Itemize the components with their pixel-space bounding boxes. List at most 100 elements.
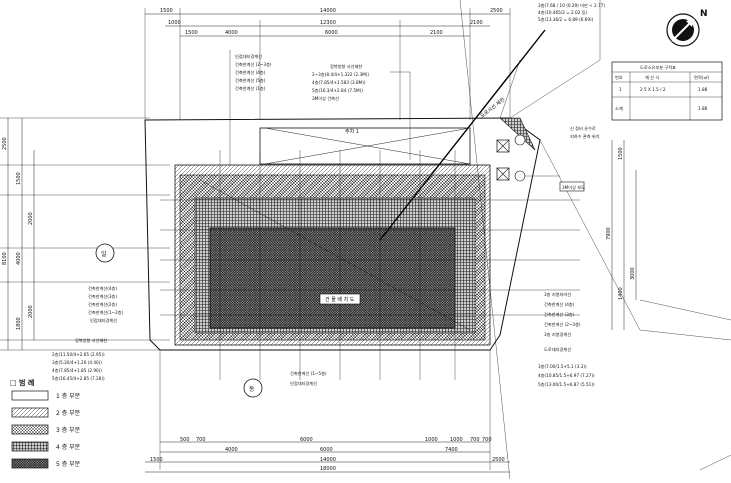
callouts-right-bottom: 3층(7.00/1.5+5.1 (3.3)) 4층(10.85/1.5+6.97… xyxy=(538,363,595,387)
svg-text:2층(11.50/4+2.65 (2.95)): 2층(11.50/4+2.65 (2.95)) xyxy=(52,351,105,357)
svg-text:정북방향 사선제한: 정북방향 사선제한 xyxy=(330,63,362,70)
svg-text:5 층 부분: 5 층 부분 xyxy=(56,460,81,468)
svg-text:5층(16.45/4+2.85 (7.28)): 5층(16.45/4+2.85 (7.28)) xyxy=(52,375,105,381)
svg-text:건축한계선 (4층): 건축한계선 (4층) xyxy=(544,301,575,308)
svg-text:건축한계선 (3층): 건축한계선 (3층) xyxy=(544,311,575,318)
parking-note: 신 정비 유수로 xyxy=(570,125,596,132)
svg-text:건축한계선 (1층): 건축한계선 (1층) xyxy=(235,85,266,92)
svg-text:일: 일 xyxy=(101,250,107,258)
svg-text:2 층 부분: 2 층 부분 xyxy=(56,409,81,417)
area-header-area: 면적(㎡) xyxy=(694,74,710,81)
slope-lines xyxy=(199,0,731,481)
room-label: 주차 1 xyxy=(345,128,359,135)
svg-text:건축한계선 (2~3층): 건축한계선 (2~3층) xyxy=(544,321,581,328)
center-label-box xyxy=(319,293,361,305)
bot-dim-2-0: 4000 xyxy=(225,447,238,453)
svg-text:4층(10.465/2 = 2.02 등): 4층(10.465/2 = 2.02 등) xyxy=(538,9,588,15)
svg-text:건축한계선(2층): 건축한계선(2층) xyxy=(88,301,117,308)
svg-text:3층(7.00/1.5+5.1 (3.3)): 3층(7.00/1.5+5.1 (3.3)) xyxy=(538,363,587,369)
right-dim-2: 3000 xyxy=(630,267,636,280)
legend-item-5: 5 층 부분 xyxy=(11,458,81,469)
svg-text:3층(5.20/4+1.20 (4.40)): 3층(5.20/4+1.20 (4.40)) xyxy=(52,359,102,365)
right-dim-0: 7900 xyxy=(606,227,612,240)
left-dim-4: 8100 xyxy=(2,252,8,265)
utility-symbols: 3M이상 보도 신 정비 유수로 지하수 관측 위치 xyxy=(496,125,600,192)
svg-text:5층(16.3/4+2.84 (7.5M)): 5층(16.3/4+2.84 (7.5M)) xyxy=(312,87,363,93)
svg-text:인접대지경계선: 인접대지경계선 xyxy=(290,380,317,387)
svg-text:건축한계선(3층): 건축한계선(3층) xyxy=(88,293,117,300)
left-dim-1: 1500 xyxy=(16,172,22,185)
top-dim-2-b: 12300 xyxy=(320,20,336,26)
svg-text:2~3층(8.4/4+1.322 (2.3M)): 2~3층(8.4/4+1.322 (2.3M)) xyxy=(312,71,369,77)
right-dim-1: 1500 xyxy=(618,147,624,160)
area-header-formula: 계 산 식 xyxy=(645,74,659,81)
svg-text:5층(13.36/2 = 6.89 (6.69)): 5층(13.36/2 = 6.89 (6.69)) xyxy=(538,16,594,22)
svg-text:건축한계선(4층): 건축한계선(4층) xyxy=(88,285,117,292)
svg-text:3 층 부분: 3 층 부분 xyxy=(56,426,81,434)
svg-text:건축한계선(1~2층): 건축한계선(1~2층) xyxy=(88,309,124,316)
bot-dim-2-1: 6000 xyxy=(320,447,333,453)
top-dim-2-a: 1000 xyxy=(168,20,181,26)
svg-text:4 층 부분: 4 층 부분 xyxy=(56,443,81,451)
svg-text:건축한계선 (5층): 건축한계선 (5층) xyxy=(235,77,266,84)
svg-text:4층(7.85/4+1.583 (3.8M)): 4층(7.85/4+1.583 (3.8M)) xyxy=(312,79,366,85)
north-label: N xyxy=(700,9,708,19)
svg-text:동: 동 xyxy=(249,386,255,393)
corner-marker xyxy=(499,117,536,151)
svg-text:건축한계선 (4층): 건축한계선 (4층) xyxy=(235,69,266,76)
callouts-bottom-mid: 건축한계선 (1~5층) 인접대지경계선 xyxy=(290,370,327,387)
area-total-value: 1.88 xyxy=(698,106,708,111)
area-row-no: 1 xyxy=(619,87,622,92)
top-dim-1-a: 1500 xyxy=(160,8,173,14)
top-dim-3-b: 4000 xyxy=(225,30,238,36)
zone-floor-5 xyxy=(209,227,456,329)
bot-dim-2-2: 7400 xyxy=(445,447,458,453)
legend-item-3: 3 층 부분 xyxy=(11,424,81,435)
callouts-left-mid: 건축한계선(4층) 건축한계선(3층) 건축한계선(2층) 건축한계선(1~2층… xyxy=(88,285,124,324)
callouts-left-lower: 정북방향 사선제한 2층(11.50/4+2.65 (2.95)) 3층(5.2… xyxy=(52,337,107,381)
bot-dim-3-1: 14000 xyxy=(320,457,336,463)
area-table-title: 도로소유부분 구적표 xyxy=(640,64,676,71)
area-table: 도로소유부분 구적표 번호 계 산 식 면적(㎡) 1 2.5 X 1.5 / … xyxy=(611,61,723,121)
legend-item-2: 2 층 부분 xyxy=(11,407,81,418)
svg-text:정북방향 사선제한: 정북방향 사선제한 xyxy=(75,337,107,344)
top-dim-2-c: 2100 xyxy=(470,20,483,26)
grid-lines xyxy=(160,150,580,380)
callouts-top-mid: 정북방향 사선제한 2~3층(8.4/4+1.322 (2.3M)) 4층(7.… xyxy=(312,63,411,160)
top-dim-3-c: 6000 xyxy=(325,30,338,36)
top-dim-3-a: 1500 xyxy=(185,30,198,36)
svg-text:4층(7.85/4+1.85 (2.90)): 4층(7.85/4+1.85 (2.90)) xyxy=(52,367,102,373)
parking-note-2: 지하수 관측 위치 xyxy=(570,133,600,140)
north-arrow-icon: N xyxy=(666,9,708,47)
left-dim-3: 4000 xyxy=(16,252,22,265)
bot-dim-1-1: 700 xyxy=(196,437,206,443)
left-dim-5: 2000 xyxy=(28,305,34,318)
legend-title: □ 범 례 xyxy=(10,378,34,387)
svg-text:1 층 부분: 1 층 부분 xyxy=(56,392,81,400)
top-dim-1-b: 14000 xyxy=(320,8,336,14)
left-dim-2: 2000 xyxy=(28,212,34,225)
top-dim-3-d: 2100 xyxy=(430,30,443,36)
direction-marker-left: 일 xyxy=(95,243,115,263)
area-row-formula: 2.5 X 1.5 / 2 xyxy=(640,87,666,92)
left-dim-0: 2500 xyxy=(2,137,8,150)
area-row-area: 1.88 xyxy=(698,87,708,92)
svg-text:3층(7.68 / 10 (0.29) 미만 < 2.77): 3층(7.68 / 10 (0.29) 미만 < 2.77) xyxy=(538,2,605,9)
svg-text:3층 지붕경계선: 3층 지붕경계선 xyxy=(544,331,571,338)
bot-dim-1-0: 500 xyxy=(180,437,190,443)
svg-text:4층(10.85/1.5+6.97 (7.27)): 4층(10.85/1.5+6.97 (7.27)) xyxy=(538,372,595,378)
left-dim-6: 1800 xyxy=(16,317,22,330)
bottom-dimensions: 500 700 6000 1000 1000 700 700 4000 6000… xyxy=(145,350,510,473)
callouts-right-lower: 3층 지붕처마선 건축한계선 (4층) 건축한계선 (3층) 건축한계선 (2~… xyxy=(544,291,581,353)
svg-text:도로대지경계선: 도로대지경계선 xyxy=(544,346,571,353)
svg-text:3층 지붕처마선: 3층 지붕처마선 xyxy=(544,291,571,298)
bot-dim-total: 18000 xyxy=(320,466,336,472)
left-dimensions: 2500 1500 2000 4000 8100 2000 1800 xyxy=(0,117,170,351)
bot-dim-1-4: 1000 xyxy=(450,437,463,443)
svg-text:건축한계선 (1~5층): 건축한계선 (1~5층) xyxy=(290,370,327,377)
svg-text:5층(13.00/1.5+6.87 (5.51)): 5층(13.00/1.5+6.87 (5.51)) xyxy=(538,381,595,387)
bot-dim-1-2: 6000 xyxy=(300,437,313,443)
right-dimensions: 7900 1500 3000 1400 xyxy=(606,140,637,330)
svg-text:3M이상 건축선: 3M이상 건축선 xyxy=(312,95,339,102)
